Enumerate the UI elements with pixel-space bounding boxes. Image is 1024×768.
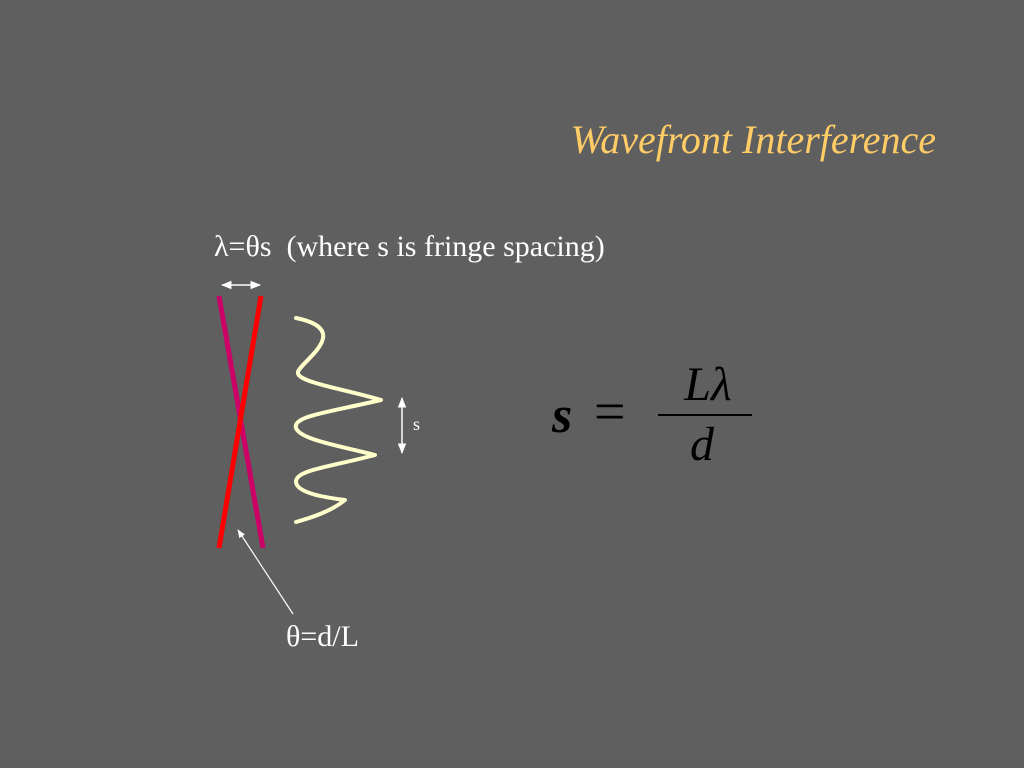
angle-label: θ=d/L — [286, 620, 359, 653]
spacing-label: s — [413, 414, 421, 434]
formula-fraction-bar — [658, 414, 752, 416]
angle-pointer-icon — [237, 529, 294, 615]
formula-lhs: s — [552, 387, 573, 444]
fringe-wave — [293, 316, 383, 524]
formula-denominator: d — [690, 418, 714, 471]
formula-equals: = — [594, 381, 626, 443]
slide-title: Wavefront Interference — [570, 117, 936, 162]
wavefront-line-red — [216, 295, 264, 549]
formula-numerator: Lλ — [684, 358, 732, 411]
fringe-spacing-formula: s = Lλ d — [548, 358, 768, 478]
wavelength-relation: λ=θs (where s is fringe spacing) — [214, 230, 605, 263]
